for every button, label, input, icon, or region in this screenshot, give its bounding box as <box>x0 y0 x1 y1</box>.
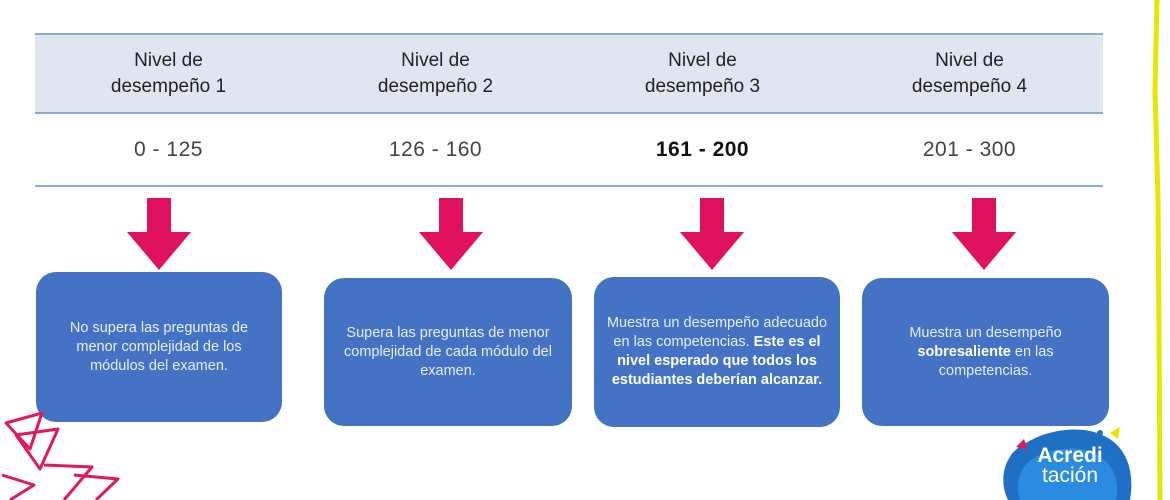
level-2-description: Supera las preguntas de menor complejida… <box>324 278 572 426</box>
table-range-row: 0 - 125 126 - 160 161 - 200 201 - 300 <box>35 114 1103 187</box>
acreditacion-logo <box>1003 427 1132 500</box>
level-1-range: 0 - 125 <box>134 137 203 161</box>
down-arrow-icon <box>952 198 1016 270</box>
level-3-description: Muestra un desempeño adecuado en las com… <box>594 277 840 427</box>
level-4-description: Muestra un desempeño sobresaliente en la… <box>862 278 1109 426</box>
level-2-range: 126 - 160 <box>388 137 483 161</box>
down-arrow-icon <box>680 198 744 270</box>
yellow-accent-line <box>1152 0 1163 500</box>
decorative-triangles <box>1 411 120 500</box>
level-1-description: No supera las preguntas de menor complej… <box>36 272 282 422</box>
level-4-range: 201 - 300 <box>922 137 1017 161</box>
down-arrow-icon <box>419 198 483 270</box>
down-arrow-icon <box>127 198 191 270</box>
level-3-range: 161 - 200 <box>655 137 750 161</box>
